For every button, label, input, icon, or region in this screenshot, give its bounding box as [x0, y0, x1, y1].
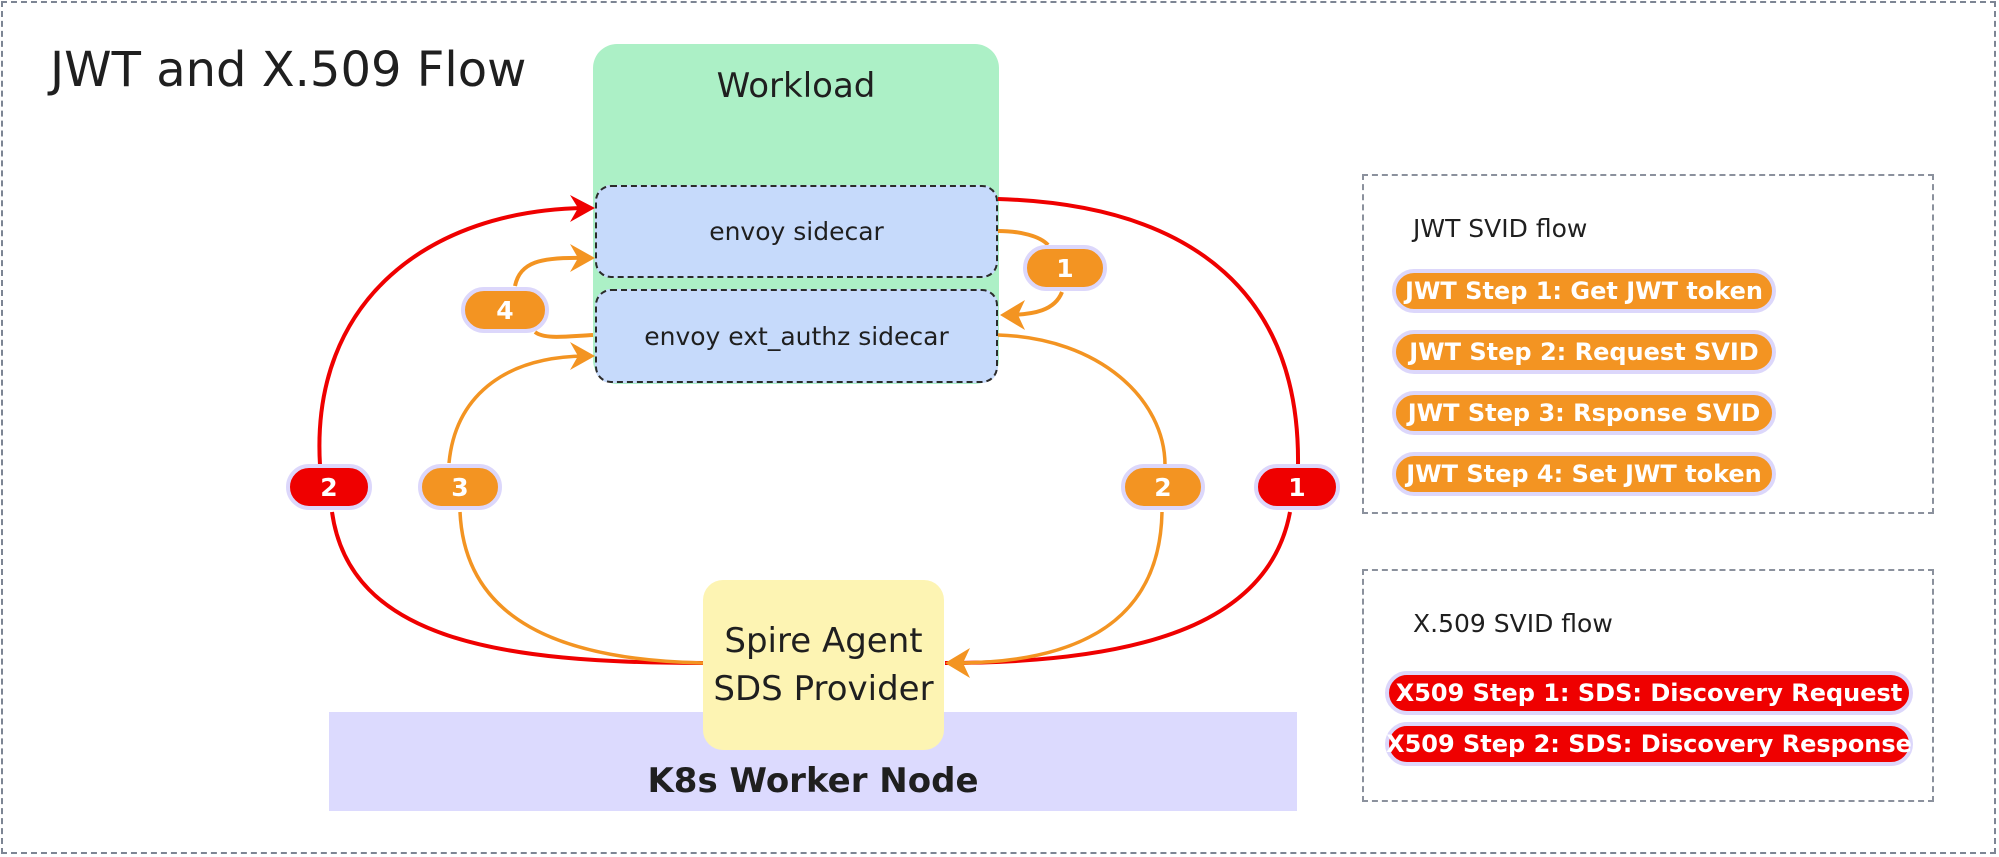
x509-step2-badge: 2	[286, 464, 372, 510]
envoy-sidecar-label: envoy sidecar	[709, 217, 884, 246]
x509-step1-badge: 1	[1254, 464, 1340, 510]
jwt-step1-arrow-top	[997, 229, 1050, 247]
jwt-step2-arrow	[997, 333, 1167, 466]
jwt-legend: JWT SVID flow JWT Step 1: Get JWT token …	[1362, 174, 1934, 514]
x509-step1-arrow	[997, 197, 1301, 466]
jwt-step4-arrow-in	[533, 330, 594, 339]
spire-line-1: Spire Agent	[724, 621, 923, 661]
jwt-step3-badge: 3	[418, 464, 502, 510]
x509-step2-arrow-lower	[330, 511, 704, 665]
jwt-step4-badge: 4	[461, 287, 549, 333]
x509-step2-arrow	[317, 206, 586, 466]
x509-legend-step-1: X509 Step 1: SDS: Discovery Request	[1385, 671, 1913, 715]
worker-node-label: K8s Worker Node	[647, 761, 979, 801]
x509-step1-arrow-lower	[944, 511, 1292, 665]
ext-authz-sidecar-label: envoy ext_authz sidecar	[644, 321, 949, 351]
jwt-step2-arrowhead	[945, 648, 970, 678]
jwt-step1-arrowhead	[1000, 300, 1025, 330]
jwt-step4-arrowhead	[570, 244, 595, 272]
jwt-step3-arrowhead	[570, 342, 595, 370]
x509-step2-arrowhead	[570, 195, 595, 222]
jwt-legend-step-1: JWT Step 1: Get JWT token	[1392, 269, 1776, 313]
jwt-step4-arrow-out	[513, 255, 586, 287]
x509-legend-step-2: X509 Step 2: SDS: Discovery Response	[1385, 722, 1913, 766]
jwt-step2-arrow-lower	[954, 511, 1164, 665]
jwt-step2-badge: 2	[1121, 464, 1205, 510]
x509-legend-heading: X.509 SVID flow	[1413, 609, 1613, 638]
jwt-step1-badge: 1	[1023, 245, 1107, 291]
jwt-legend-step-4: JWT Step 4: Set JWT token	[1392, 452, 1776, 496]
spire-line-2: SDS Provider	[713, 669, 934, 709]
workload-label: Workload	[716, 66, 876, 106]
jwt-legend-step-3: JWT Step 3: Rsponse SVID	[1392, 391, 1776, 435]
diagram-title: JWT and X.509 Flow	[50, 42, 527, 98]
jwt-step3-arrow-lower	[458, 511, 704, 665]
jwt-legend-step-2: JWT Step 2: Request SVID	[1392, 330, 1776, 374]
envoy-sidecar: envoy sidecar	[595, 185, 998, 278]
envoy-ext-authz-sidecar: envoy ext_authz sidecar	[595, 289, 998, 383]
jwt-step3-arrow	[447, 354, 586, 464]
jwt-legend-heading: JWT SVID flow	[1413, 214, 1588, 243]
x509-legend: X.509 SVID flow X509 Step 1: SDS: Discov…	[1362, 569, 1934, 802]
spire-agent-sds-provider: Spire Agent SDS Provider	[703, 580, 944, 750]
